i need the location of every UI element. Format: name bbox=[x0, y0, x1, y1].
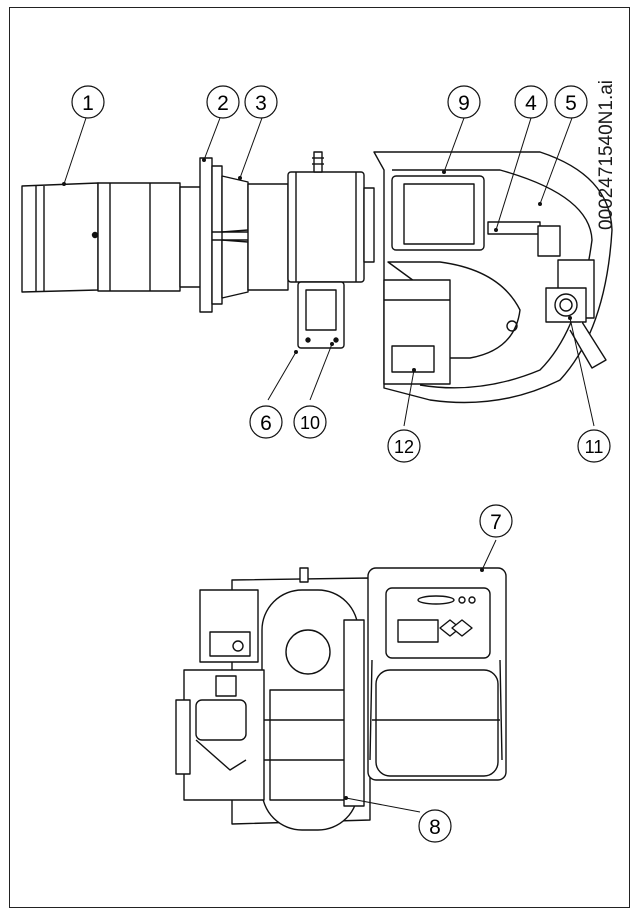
callout-2-label: 2 bbox=[217, 92, 229, 115]
motor bbox=[175, 589, 265, 801]
top-view bbox=[21, 151, 613, 404]
callout-11: 11 bbox=[577, 429, 611, 463]
callout-9: 9 bbox=[447, 85, 481, 119]
callout-5-label: 5 bbox=[565, 92, 577, 115]
callout-3-label: 3 bbox=[255, 92, 267, 115]
callout-12-label: 12 bbox=[394, 437, 414, 457]
callout-10-label: 10 bbox=[300, 413, 320, 433]
callout-8: 8 bbox=[418, 809, 452, 843]
fan-housing bbox=[373, 151, 613, 404]
callout-7-label: 7 bbox=[490, 511, 502, 534]
leader-arrows bbox=[62, 158, 572, 800]
callout-7: 7 bbox=[479, 504, 513, 538]
callout-4: 4 bbox=[514, 85, 548, 119]
callout-3: 3 bbox=[244, 85, 278, 119]
callout-8-label: 8 bbox=[429, 816, 441, 839]
head-housing bbox=[287, 151, 375, 283]
fan-wheel-housing bbox=[260, 589, 365, 831]
callout-6-label: 6 bbox=[260, 412, 272, 435]
callout-5: 5 bbox=[554, 85, 588, 119]
blast-tube bbox=[21, 182, 203, 293]
callout-12: 12 bbox=[387, 429, 421, 463]
callout-1: 1 bbox=[71, 85, 105, 119]
callout-6: 6 bbox=[249, 405, 283, 439]
leader-lines bbox=[63, 117, 595, 813]
callout-9-label: 9 bbox=[458, 92, 470, 115]
control-box bbox=[367, 567, 507, 781]
callout-2: 2 bbox=[206, 85, 240, 119]
callout-10: 10 bbox=[293, 405, 327, 439]
mounting-flange bbox=[199, 157, 289, 313]
callout-1-label: 1 bbox=[82, 92, 94, 115]
side-view bbox=[175, 567, 507, 831]
drawing-code: 0002471540N1.ai bbox=[596, 79, 617, 230]
ignition-transformer bbox=[297, 281, 345, 349]
callout-4-label: 4 bbox=[525, 92, 537, 115]
callout-11-label: 11 bbox=[585, 437, 604, 457]
air-pressure-switch bbox=[545, 259, 607, 369]
